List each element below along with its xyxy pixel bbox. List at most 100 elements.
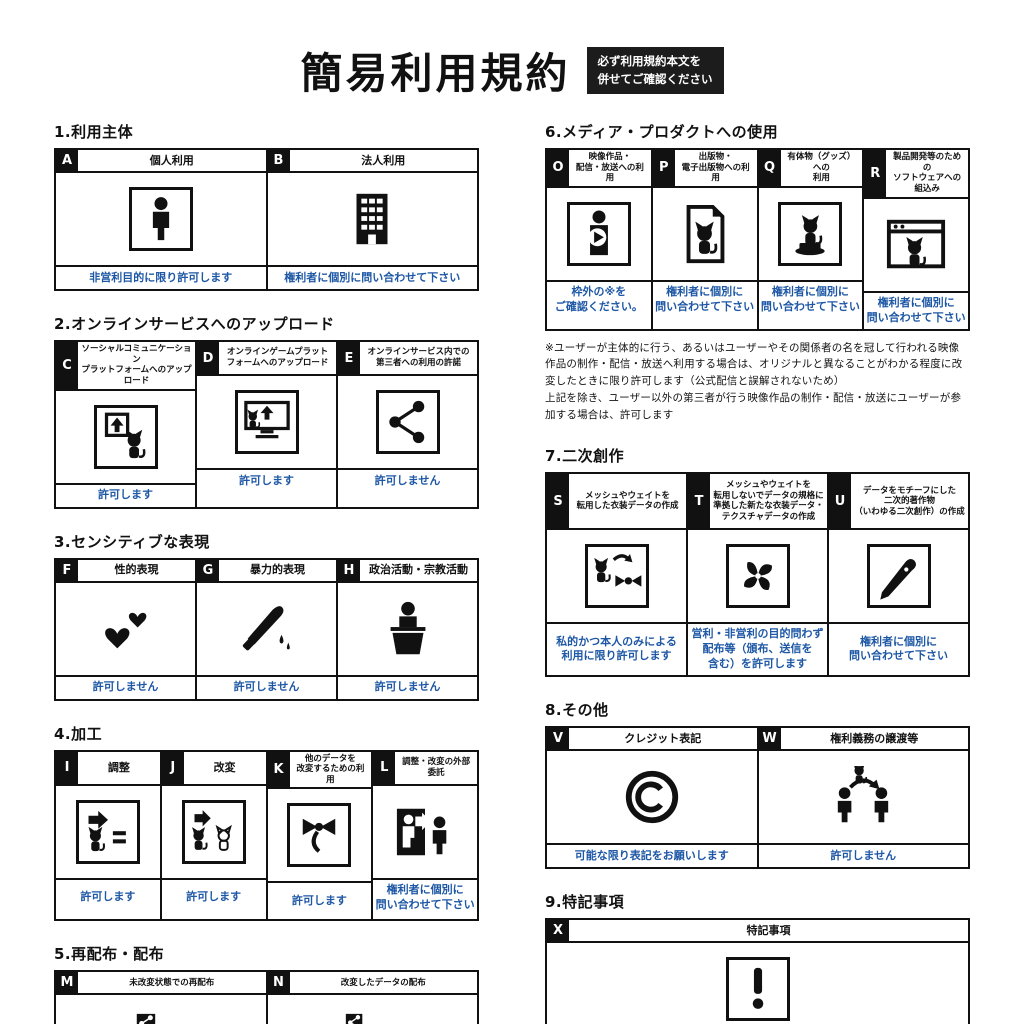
card-caption: 許可します [56, 482, 195, 507]
card-caption: 権利者に個別に 問い合わせて下さい [373, 877, 477, 916]
pen-icon [866, 544, 931, 609]
building-icon [341, 188, 403, 250]
card-caption: 権利者に個別に 問い合わせて下さい [652, 279, 757, 318]
card-letter: D [197, 342, 219, 374]
adjust-icon [75, 799, 140, 864]
card-title: メッシュやウェイトを 転用しないでデータの規格に 準拠した新たな衣装データ・ テ… [713, 480, 824, 523]
handover-icon [832, 766, 894, 828]
card-caption: 許可します [197, 468, 336, 492]
card-body [56, 583, 195, 675]
section-heading: 1.利用主体 [54, 123, 134, 141]
section-9: 9.特記事項X特記事項第三者へのアバタークローンは禁止です [545, 891, 970, 1024]
card-body [268, 173, 478, 265]
card-body [373, 786, 477, 878]
section-heading: 5.再配布・配布 [54, 945, 165, 964]
card-title: 製品開発等のための ソフトウェアへの組込み [893, 152, 962, 194]
card-caption: 権利者に個別に 問い合わせて下さい [758, 279, 863, 318]
card-caption: 許可しません [758, 843, 968, 867]
card-letter: P [652, 150, 675, 186]
card-body [56, 786, 160, 878]
card-row: M未改変状態での再配布許可しませんN改変したデータの配布許可しません [54, 970, 479, 1024]
person-icon [128, 187, 193, 251]
media-usage-footnote: ※ユーザーが主体的に行う、あるいはユーザーやその関係者の名を冠して行われる映像作… [545, 341, 963, 421]
section-heading: 4.加工 [54, 724, 103, 743]
card-title: 暴力的表現 [250, 563, 305, 577]
card-header: V クレジット表記 [547, 728, 757, 752]
card-body [688, 530, 827, 622]
card-caption: 許可しません [197, 674, 336, 699]
card-D: D オンラインゲームプラット フォームへのアップロード許可します [195, 340, 338, 509]
modify-icon [181, 799, 246, 864]
share-icon [375, 390, 440, 454]
card-body [547, 530, 686, 622]
card-title: メッシュやウェイトを 転用した衣装データの作成 [576, 490, 679, 512]
card-letter: V [547, 728, 569, 750]
card-letter: R [864, 150, 887, 197]
card-title: 映像作品・ 配信・放送への利用 [575, 152, 644, 184]
card-body [197, 376, 336, 468]
card-caption: 許可しません [56, 674, 195, 699]
card-letter: J [161, 751, 184, 784]
card-letter: U [829, 474, 851, 529]
card-body [162, 786, 266, 878]
card-title: 政治活動・宗教活動 [369, 563, 468, 577]
card-title: クレジット表記 [624, 731, 702, 745]
folder-modified-icon [341, 1010, 403, 1024]
exclamation-icon [725, 957, 790, 1022]
card-title: オンラインゲームプラット フォームへのアップロード [226, 347, 329, 368]
card-title: 権利義務の譲渡等 [830, 731, 919, 745]
section-heading: 8.その他 [545, 701, 609, 720]
social-upload-icon [93, 404, 158, 469]
card-M: M未改変状態での再配布許可しません [54, 970, 268, 1024]
card-letter: A [56, 150, 78, 171]
notice-badge-line2: 併せてご確認ください [597, 71, 713, 86]
figurine-icon [778, 201, 843, 266]
card-body [547, 751, 757, 843]
page-title: 簡易利用規約 [300, 49, 571, 98]
card-caption: 権利者に個別に問い合わせて下さい [267, 265, 477, 289]
card-body [56, 173, 266, 265]
card-body [268, 789, 372, 881]
bow-icon [287, 803, 352, 868]
section-heading: 3.センシティブな表現 [54, 532, 210, 551]
card-title: 特記事項 [746, 923, 791, 937]
notice-badge: 必ず利用規約本文を 併せてご確認ください [586, 46, 724, 95]
video-icon [566, 201, 631, 266]
outsource-icon [394, 801, 456, 863]
card-caption: 許可します [267, 881, 372, 919]
podium-icon [377, 598, 439, 660]
card-caption: 許可しません [338, 468, 477, 492]
card-body [547, 188, 651, 280]
card-title: 未改変状態での再配布 [129, 977, 215, 988]
card-body [653, 188, 757, 280]
software-icon [885, 214, 947, 276]
card-X: X特記事項第三者へのアバタークローンは禁止です [545, 918, 970, 1024]
card-body [338, 376, 477, 468]
